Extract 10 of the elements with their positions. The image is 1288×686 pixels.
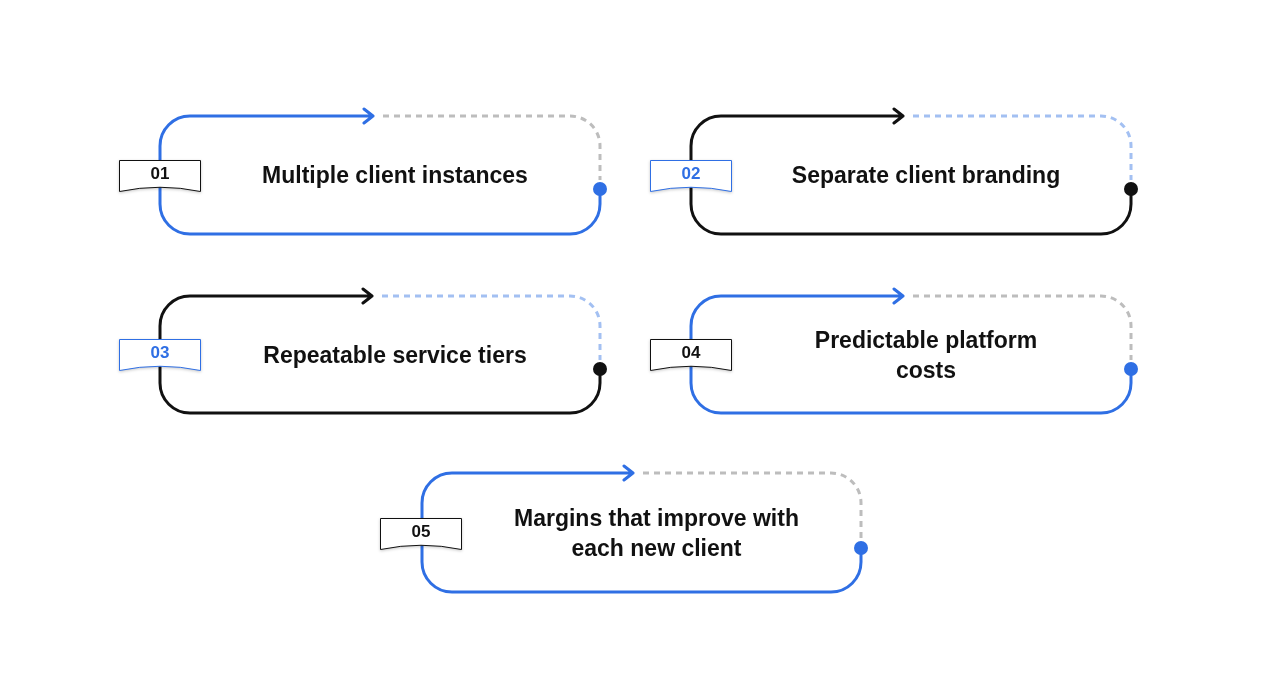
step-number-tag: 02 [650, 160, 732, 192]
step-number-tag: 04 [650, 339, 732, 371]
step-text: Predictable platform costs [813, 325, 1039, 385]
step-number-tag: 05 [380, 518, 462, 550]
step-text: Margins that improve with each new client [513, 503, 800, 563]
step-text: Separate client branding [791, 161, 1061, 190]
step-number-tag: 03 [119, 339, 201, 371]
step-number-tag: 01 [119, 160, 201, 192]
step-text: Multiple client instances [262, 161, 528, 190]
step-text: Repeatable service tiers [263, 340, 527, 370]
